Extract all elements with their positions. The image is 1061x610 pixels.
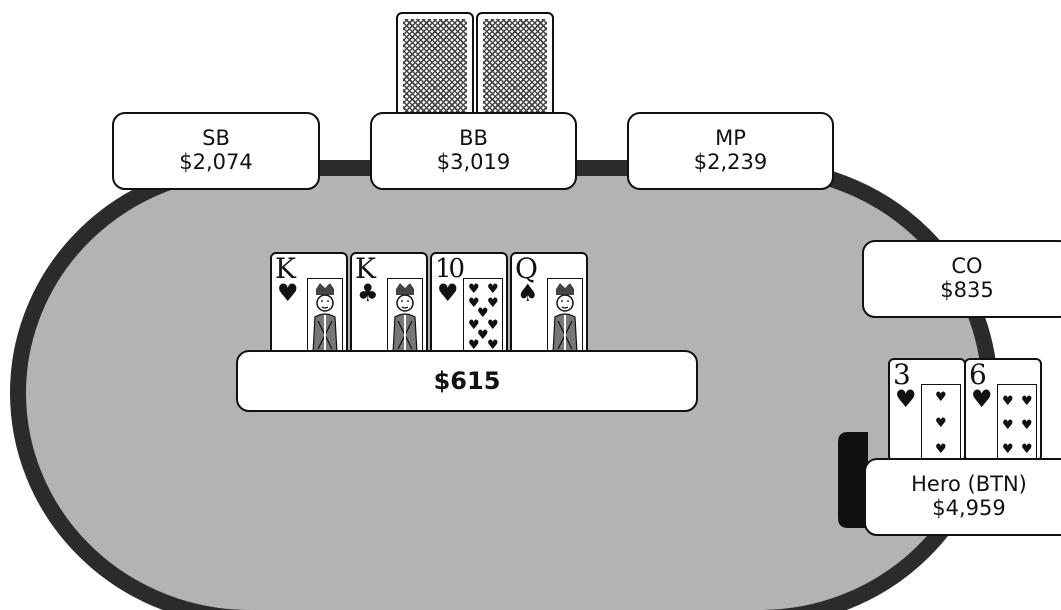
hero-card-2: 6♥♥♥♥♥♥♥ xyxy=(964,358,1042,462)
hearts-pip-icon: ♥ xyxy=(1021,442,1033,457)
bb-hole-card-1 xyxy=(396,12,474,122)
bb-hole-card-2 xyxy=(476,12,554,122)
seat-sb-stack: $2,074 xyxy=(179,150,253,174)
board-card-4: Q♠ xyxy=(510,252,588,356)
seat-bb: BB $3,019 xyxy=(370,112,577,190)
board-card-1: K♥ xyxy=(270,252,348,356)
card-rank: 10 xyxy=(435,254,465,284)
hearts-pip-icon: ♥ xyxy=(1002,442,1014,457)
hearts-pip-icon: ♥ xyxy=(487,282,499,297)
seat-co: CO $835 xyxy=(862,240,1061,318)
hearts-pip-icon: ♥ xyxy=(468,318,480,333)
hearts-pip-icon: ♥ xyxy=(1021,418,1033,433)
seat-mp: MP $2,239 xyxy=(627,112,834,190)
pip-field: ♥ ♥ ♥ xyxy=(921,384,961,460)
seat-hero-stack: $4,959 xyxy=(932,496,1006,520)
hearts-pip-icon: ♥ xyxy=(487,338,499,353)
court-figure-icon xyxy=(547,278,583,354)
seat-hero-name: Hero (BTN) xyxy=(911,472,1027,497)
card-rank: 6 xyxy=(969,358,987,391)
seat-mp-stack: $2,239 xyxy=(693,150,768,174)
pip-field: ♥ ♥ ♥ ♥ ♥ ♥ xyxy=(997,384,1037,460)
hearts-icon: ♥ xyxy=(437,279,459,307)
board-card-3: 10♥♥♥♥♥♥♥♥♥♥♥ xyxy=(430,252,508,356)
court-figure-icon xyxy=(387,278,423,354)
hearts-icon: ♥ xyxy=(277,279,299,307)
card-rank: K xyxy=(275,252,296,285)
hearts-pip-icon: ♥ xyxy=(935,416,947,431)
hearts-pip-icon: ♥ xyxy=(1021,394,1033,409)
hearts-pip-icon: ♥ xyxy=(487,296,499,311)
hero-seat-shadow xyxy=(838,432,868,528)
seat-sb-name: SB xyxy=(202,126,230,151)
seat-bb-stack: $3,019 xyxy=(436,150,511,174)
spades-icon: ♠ xyxy=(517,279,539,307)
card-rank: 3 xyxy=(893,358,911,391)
seat-co-name: CO xyxy=(951,254,983,279)
seat-hero: Hero (BTN) $4,959 xyxy=(864,458,1061,536)
hearts-icon: ♥ xyxy=(895,385,917,413)
seat-mp-name: MP xyxy=(715,126,746,151)
court-figure-icon xyxy=(307,278,343,354)
hearts-pip-icon: ♥ xyxy=(477,306,489,321)
hearts-pip-icon: ♥ xyxy=(1002,394,1014,409)
hearts-pip-icon: ♥ xyxy=(935,442,947,457)
seat-co-stack: $835 xyxy=(940,278,994,302)
hearts-pip-icon: ♥ xyxy=(468,282,480,297)
seat-bb-name: BB xyxy=(459,126,488,151)
clubs-icon: ♣ xyxy=(357,279,379,307)
pot-box: $615 xyxy=(236,350,698,412)
card-rank: K xyxy=(355,252,376,285)
hearts-pip-icon: ♥ xyxy=(1002,418,1014,433)
card-rank: Q xyxy=(515,252,538,285)
pot-amount: $615 xyxy=(433,367,501,395)
hearts-pip-icon: ♥ xyxy=(468,296,480,311)
pip-field: ♥♥♥♥♥♥♥♥♥♥ xyxy=(463,278,503,354)
hearts-pip-icon: ♥ xyxy=(468,338,480,353)
seat-sb: SB $2,074 xyxy=(112,112,320,190)
board-card-2: K♣ xyxy=(350,252,428,356)
hearts-pip-icon: ♥ xyxy=(487,318,499,333)
hearts-pip-icon: ♥ xyxy=(477,328,489,343)
hero-card-1: 3♥♥♥♥ xyxy=(888,358,966,462)
hearts-icon: ♥ xyxy=(971,385,993,413)
hearts-pip-icon: ♥ xyxy=(935,390,947,405)
